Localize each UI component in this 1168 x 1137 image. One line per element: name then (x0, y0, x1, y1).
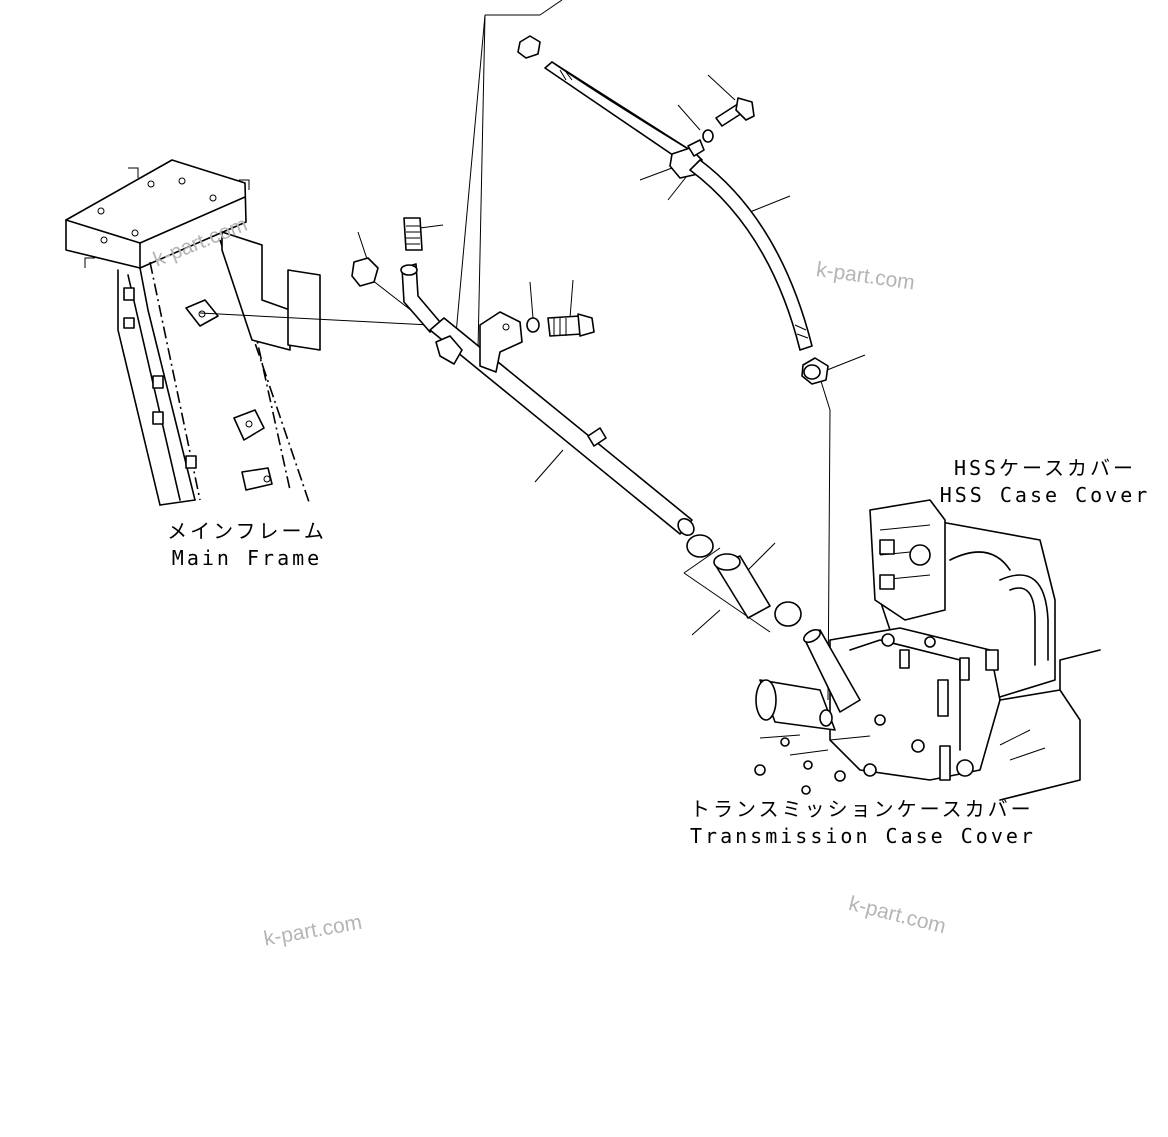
main-frame-label: メインフレーム Main Frame (162, 518, 332, 572)
hss-case-cover-jp: HSSケースカバー (953, 456, 1137, 480)
transmission-case-cover-en: Transmission Case Cover (690, 824, 1036, 848)
transmission-case-cover-label: トランスミッションケースカバー Transmission Case Cover (690, 796, 1036, 850)
hss-case-cover-en: HSS Case Cover (939, 483, 1151, 507)
transmission-case-drawing (754, 499, 1101, 801)
oil-pipe-assembly (351, 35, 829, 627)
hss-case-cover-label: HSSケースカバー HSS Case Cover (930, 455, 1160, 509)
main-frame-en: Main Frame (171, 546, 323, 570)
main-frame-jp: メインフレーム (167, 519, 327, 543)
transmission-case-cover-jp: トランスミッションケースカバー (690, 797, 1034, 821)
main-frame-drawing (65, 159, 321, 506)
leader-lines (199, 0, 866, 701)
